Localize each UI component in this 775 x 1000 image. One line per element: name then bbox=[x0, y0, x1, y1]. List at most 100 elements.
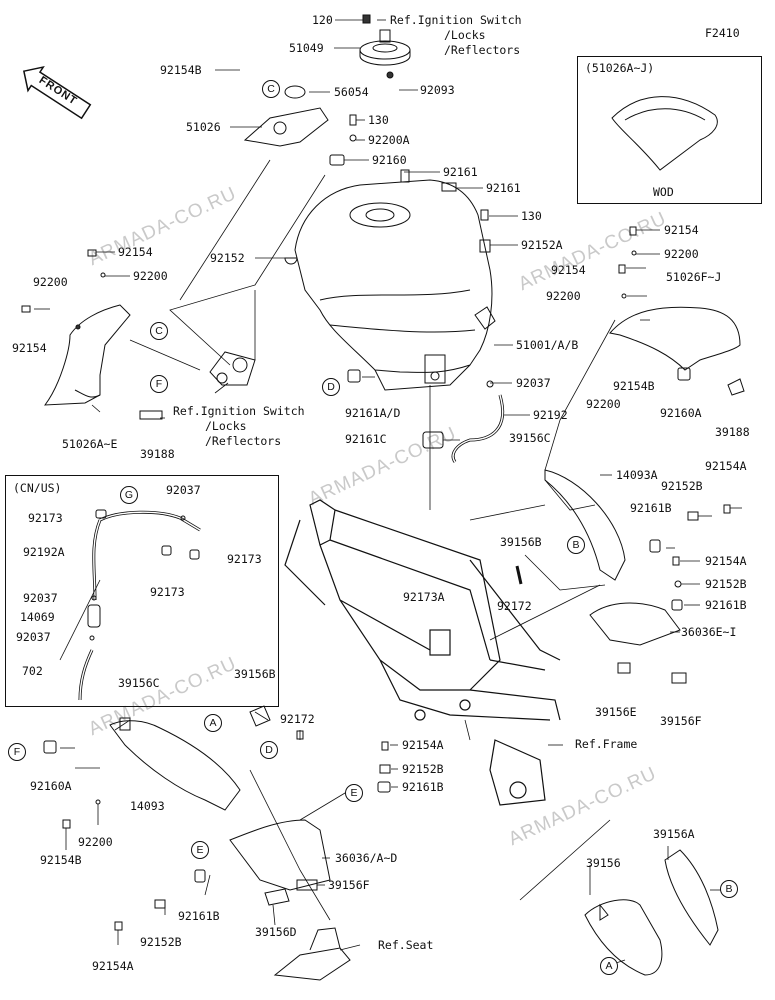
ref-ignition-bottom: /Reflectors bbox=[205, 434, 282, 448]
fuel-cap bbox=[359, 14, 411, 79]
pad-icon bbox=[617, 662, 631, 674]
collar-icon bbox=[687, 511, 699, 521]
part-number: 39156B bbox=[500, 535, 542, 549]
callout-c: C bbox=[150, 322, 168, 340]
front-arrow: FRONT bbox=[12, 55, 97, 128]
part-number: 14093 bbox=[130, 799, 165, 813]
ref-frame: Ref.Frame bbox=[575, 737, 638, 751]
bolt-icon bbox=[629, 226, 637, 236]
part-number: 92200 bbox=[546, 289, 581, 303]
ignition-switch bbox=[209, 351, 256, 386]
callout-f: F bbox=[8, 743, 26, 761]
wod-inset-header: (51026A~J) bbox=[585, 61, 655, 75]
pad-icon bbox=[671, 672, 687, 684]
ref-ignition-top: /Reflectors bbox=[444, 43, 521, 57]
callout-c: C bbox=[262, 80, 280, 98]
part-number: 92161C bbox=[345, 432, 387, 446]
part-number: 92161B bbox=[402, 780, 444, 794]
pad-icon bbox=[727, 378, 745, 396]
arrow-icon bbox=[22, 65, 92, 120]
part-number: 92154A bbox=[705, 459, 747, 473]
fairing-left bbox=[109, 720, 241, 811]
part-number: 92152B bbox=[661, 479, 703, 493]
ref-ignition-bottom: Ref.Ignition Switch bbox=[173, 404, 305, 418]
part-number: 130 bbox=[368, 113, 389, 127]
ref-seat: Ref.Seat bbox=[378, 938, 434, 952]
bolt-icon bbox=[62, 819, 71, 829]
callout-e: E bbox=[191, 841, 209, 859]
wod-cover-illustration bbox=[611, 96, 718, 171]
bolt-icon bbox=[618, 264, 626, 274]
part-number: 92037 bbox=[166, 483, 201, 497]
part-number: 92154 bbox=[118, 245, 153, 259]
part-number: 39156C bbox=[509, 431, 551, 445]
part-number: 92173A bbox=[403, 590, 445, 604]
wod-inset-footer: WOD bbox=[653, 185, 674, 199]
part-number: 92154A bbox=[402, 738, 444, 752]
part-number: 92160A bbox=[660, 406, 702, 420]
pad-39156 bbox=[584, 899, 663, 976]
bolt-icon bbox=[114, 921, 123, 931]
part-number: 92161B bbox=[630, 501, 672, 515]
damper-icon bbox=[422, 431, 444, 449]
part-number: 39156C bbox=[118, 676, 160, 690]
part-number: 39156B bbox=[234, 667, 276, 681]
bolt-icon bbox=[723, 504, 731, 514]
part-number: 92161 bbox=[443, 165, 478, 179]
part-number: 92154A bbox=[705, 554, 747, 568]
part-number: 92200 bbox=[586, 397, 621, 411]
damper-icon bbox=[649, 539, 661, 553]
fairing-right bbox=[544, 469, 626, 581]
part-number: 92172 bbox=[280, 712, 315, 726]
grommet-icon bbox=[329, 154, 345, 166]
part-number: 702 bbox=[22, 664, 43, 678]
part-number: 92152B bbox=[140, 935, 182, 949]
side-panel-right bbox=[589, 602, 681, 646]
callout-b: B bbox=[720, 880, 738, 898]
wod-inset-box bbox=[577, 56, 762, 204]
damper-icon bbox=[377, 781, 391, 793]
callout-a: A bbox=[204, 714, 222, 732]
part-number: 56054 bbox=[334, 85, 369, 99]
callout-d: D bbox=[260, 741, 278, 759]
part-number: 92160A bbox=[30, 779, 72, 793]
damper-icon bbox=[284, 257, 298, 265]
ref-ignition-bottom: /Locks bbox=[205, 419, 247, 433]
frame bbox=[284, 499, 561, 806]
part-number: 92152 bbox=[210, 251, 245, 265]
part-number: 92154B bbox=[40, 853, 82, 867]
part-number: 39156D bbox=[255, 925, 297, 939]
part-number: 51026A~E bbox=[62, 437, 118, 451]
callout-a: A bbox=[600, 957, 618, 975]
collar-icon bbox=[479, 239, 491, 253]
part-number: 39188 bbox=[715, 425, 750, 439]
part-number: 92200 bbox=[133, 269, 168, 283]
damper-icon bbox=[677, 367, 691, 381]
part-number: 92152B bbox=[705, 577, 747, 591]
cnus-inset-header: (CN/US) bbox=[13, 481, 62, 495]
part-number: 92154A bbox=[92, 959, 134, 973]
bolt-icon bbox=[349, 114, 357, 126]
part-number: 92192A bbox=[23, 545, 65, 559]
collar-icon bbox=[379, 764, 391, 774]
callout-d: D bbox=[322, 378, 340, 396]
part-number: 92093 bbox=[420, 83, 455, 97]
part-number: 92200 bbox=[664, 247, 699, 261]
part-number: 92154 bbox=[551, 263, 586, 277]
part-number: 39156F bbox=[660, 714, 702, 728]
part-number: 92173 bbox=[150, 585, 185, 599]
part-number: 92161B bbox=[178, 909, 220, 923]
diagram-code: F2410 bbox=[705, 26, 740, 40]
part-number: 92200A bbox=[368, 133, 410, 147]
part-number: 51001/A/B bbox=[516, 338, 579, 352]
part-number: 39156F bbox=[328, 878, 370, 892]
part-number: 39188 bbox=[140, 447, 175, 461]
part-number: 51049 bbox=[289, 41, 324, 55]
part-number: 92154 bbox=[664, 223, 699, 237]
callout-b: B bbox=[567, 536, 585, 554]
part-number: 92200 bbox=[78, 835, 113, 849]
part-number: 92161 bbox=[486, 181, 521, 195]
callout-g: G bbox=[120, 486, 138, 504]
